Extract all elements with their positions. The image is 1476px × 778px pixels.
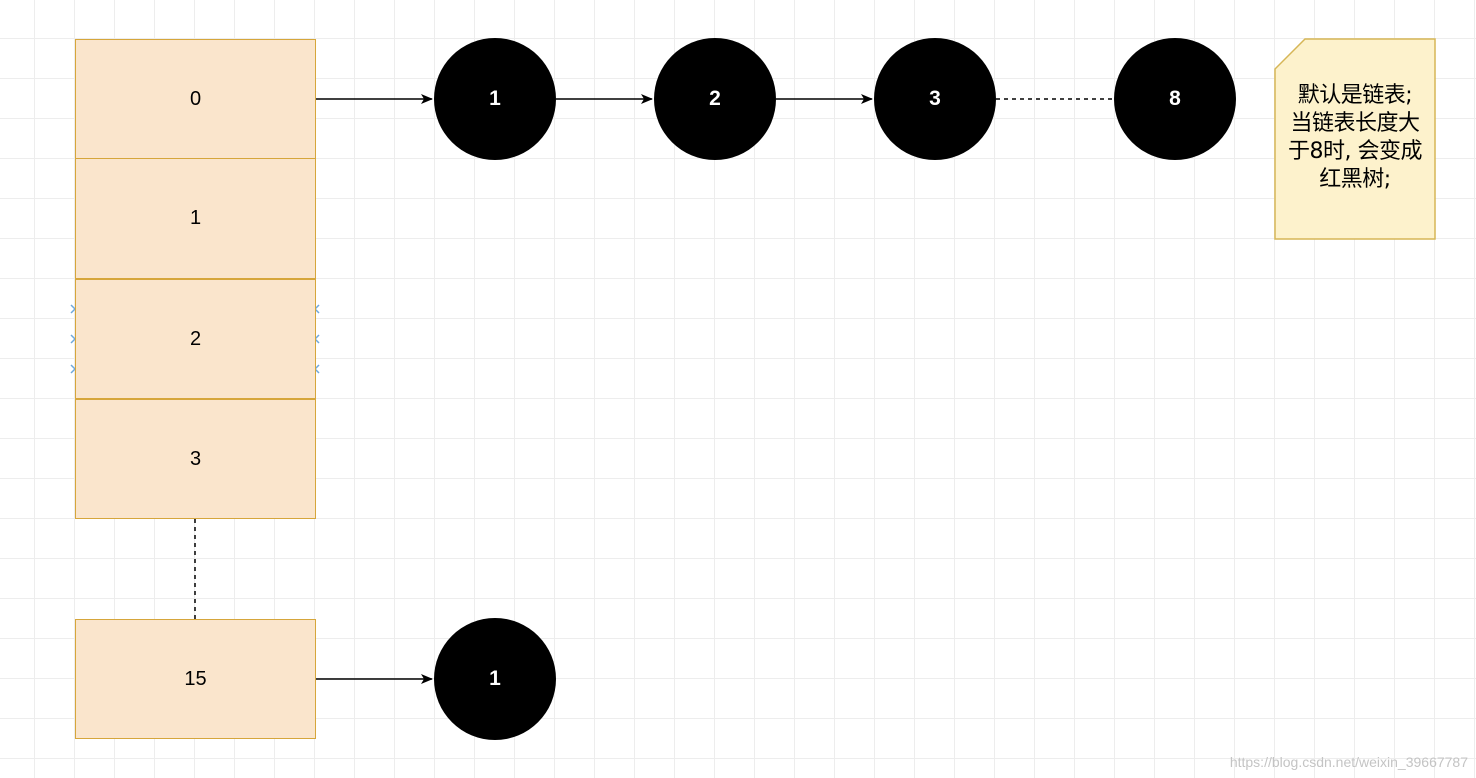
bucket-cell-0[interactable]: 0 xyxy=(75,39,316,159)
bucket-cell-1[interactable]: 1 xyxy=(75,159,316,279)
list-node-2[interactable]: 2 xyxy=(654,38,776,160)
node-label: 2 xyxy=(709,87,721,110)
list-node-8[interactable]: 8 xyxy=(1114,38,1236,160)
note-line: 当链表长度大 xyxy=(1290,111,1420,136)
bucket-cell-label: 1 xyxy=(189,207,202,229)
bucket-cell-3[interactable]: 3 xyxy=(75,399,316,519)
list-node-bottom-1[interactable]: 1 xyxy=(434,618,556,740)
list-node-3[interactable]: 3 xyxy=(874,38,996,160)
bucket-cell-label: 15 xyxy=(184,667,207,690)
node-label: 1 xyxy=(489,87,501,110)
node-label: 1 xyxy=(489,667,501,690)
note-line: 红黑树; xyxy=(1319,167,1391,192)
note-line: 默认是链表; xyxy=(1297,83,1413,108)
bucket-cell-label: 2 xyxy=(189,327,202,350)
note-shape[interactable] xyxy=(1274,38,1436,240)
note-text[interactable]: 默认是链表; 当链表长度大 于8时, 会变成 红黑树; xyxy=(1280,82,1430,194)
node-label: 3 xyxy=(929,87,941,110)
bucket-cell-15[interactable]: 15 xyxy=(75,619,316,739)
note-line: 于8时, 会变成 xyxy=(1288,139,1422,164)
watermark: https://blog.csdn.net/weixin_39667787 xyxy=(1229,754,1468,770)
node-label: 8 xyxy=(1169,87,1181,110)
bucket-cell-label: 3 xyxy=(189,447,202,470)
bucket-cell-2-selected[interactable]: 2 xyxy=(75,279,316,399)
list-node-1[interactable]: 1 xyxy=(434,38,556,160)
bucket-cell-label: 0 xyxy=(189,87,202,110)
